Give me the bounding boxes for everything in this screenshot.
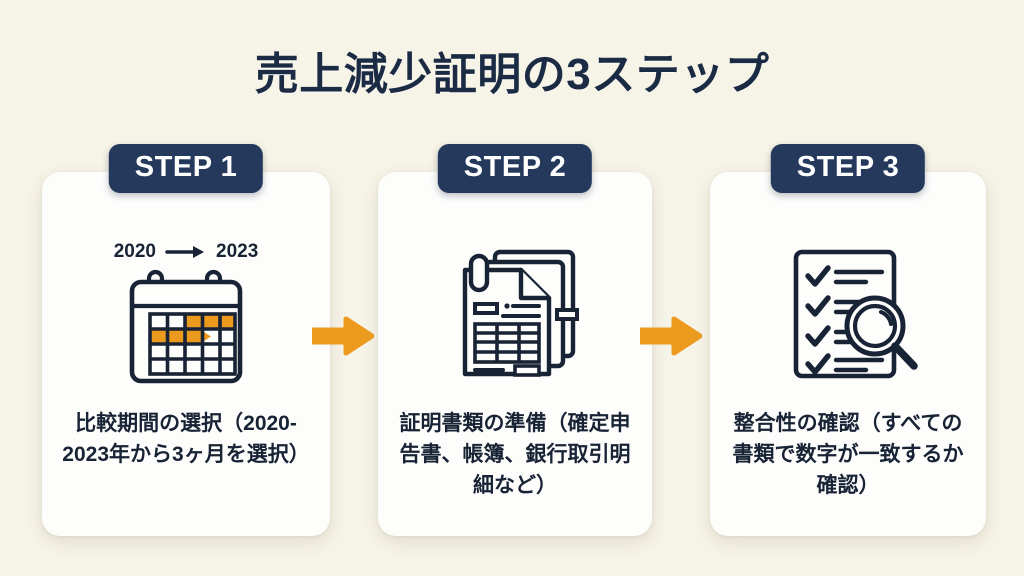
arrow-right-icon: [165, 245, 204, 258]
step-card-3: STEP 3: [710, 144, 986, 536]
year-to-label: 2023: [216, 240, 259, 262]
step-caption-2: 証明書類の準備（確定申告書、帳簿、銀行取引明細など）: [399, 412, 631, 498]
step-caption-3: 整合性の確認（すべての書類で数字が一致するか確認）: [732, 412, 964, 498]
step-card-1: STEP 1 2020 2023: [42, 144, 330, 536]
step-badge-2: STEP 2: [437, 144, 593, 193]
page-title: 売上減少証明の3ステップ: [254, 50, 770, 99]
step-card-2: STEP 2: [378, 144, 652, 536]
year-range: 2020 2023: [114, 241, 259, 263]
step-badge-1: STEP 1: [108, 144, 264, 193]
steps-row: STEP 1 2020 2023: [0, 144, 1024, 542]
arrow-right-icon: [309, 316, 375, 356]
step-icon-3: [710, 226, 986, 401]
step-icon-1: 2020 2023: [42, 226, 330, 401]
step-caption-1: 比較期間の選択（2020-2023年から3ヶ月を選択）: [62, 412, 310, 467]
arrow-right-icon: [637, 316, 703, 356]
calendar-range-icon: [129, 269, 243, 383]
year-from-label: 2020: [113, 240, 156, 262]
connector-arrow-1: [309, 316, 375, 356]
connector-arrow-2: [637, 316, 703, 356]
step-badge-3: STEP 3: [770, 144, 926, 193]
document-stack-icon: [462, 249, 579, 377]
step-icon-2: [378, 226, 652, 401]
checklist-magnifier-icon: [793, 249, 918, 378]
